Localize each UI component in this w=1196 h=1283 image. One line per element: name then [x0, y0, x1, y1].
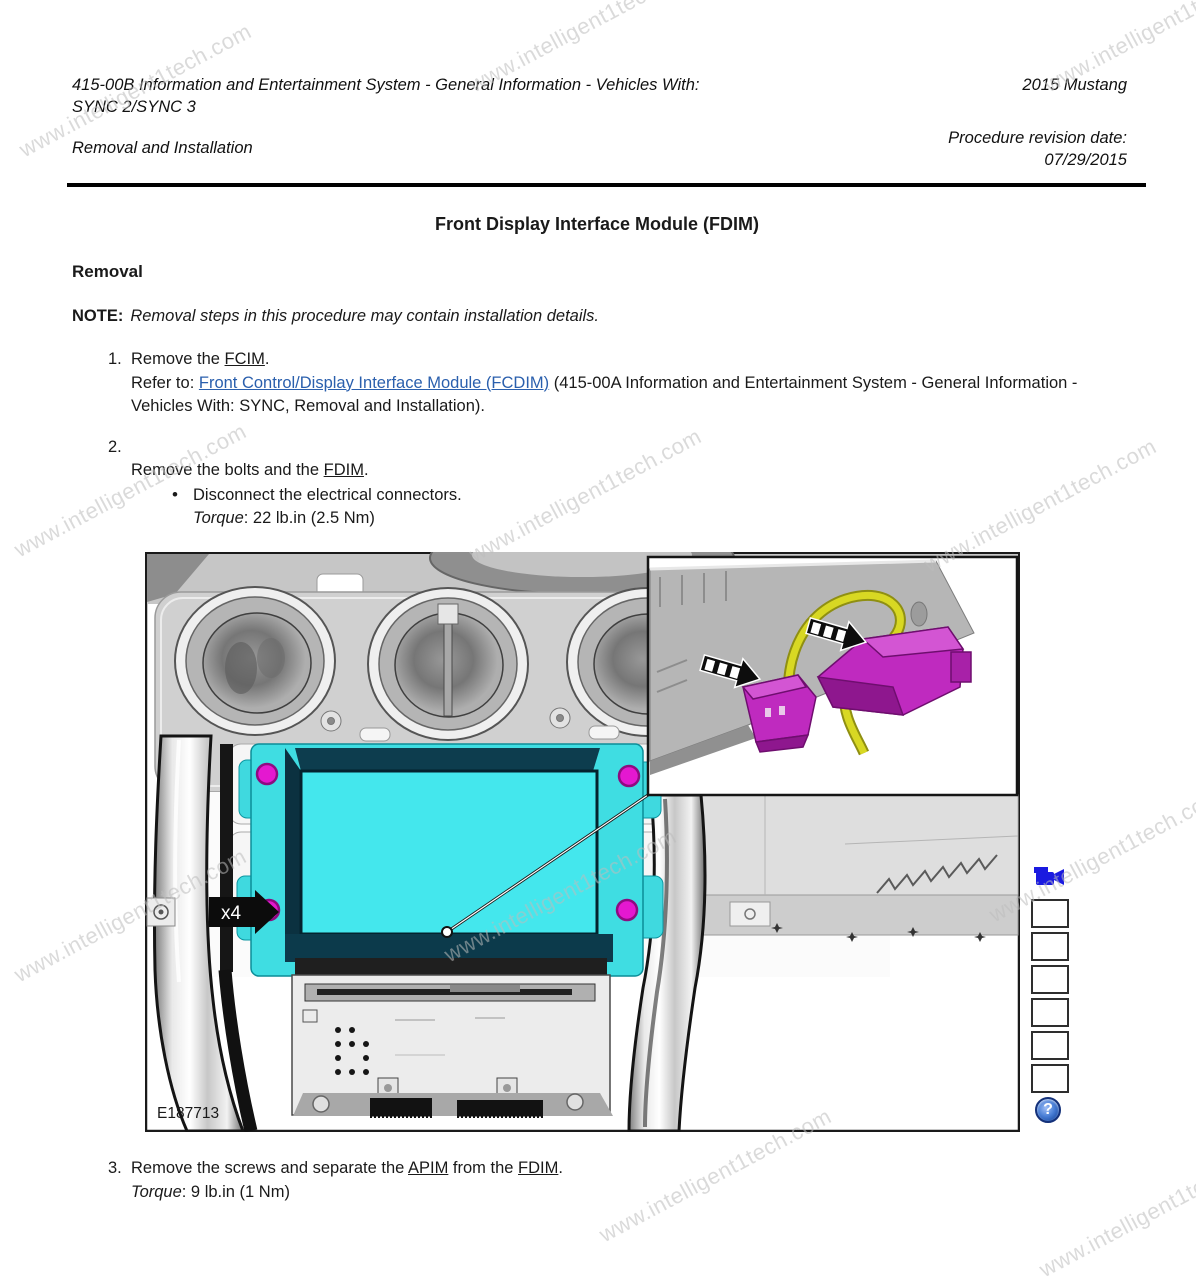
air-vent-middle — [367, 587, 529, 741]
fdim-connector-small — [741, 674, 817, 753]
vehicle-label: 2015 Mustang — [1022, 76, 1127, 94]
step-1-number: 1. — [108, 350, 122, 368]
doc-title-line2: SYNC 2/SYNC 3 — [72, 98, 196, 116]
help-question-icon[interactable]: ? — [1035, 1097, 1061, 1123]
fdim-connector-large — [816, 626, 972, 716]
video-camera-icon[interactable] — [1033, 865, 1065, 889]
thumbnail-box[interactable] — [1031, 965, 1069, 994]
screw-bosses — [320, 707, 620, 742]
thumbnail-box[interactable] — [1031, 1064, 1069, 1093]
thumbnail-box[interactable] — [1031, 899, 1069, 928]
apim-link[interactable]: APIM — [408, 1159, 449, 1177]
step-1-text: Remove the — [131, 350, 225, 368]
step-3: 3. Remove the screws and separate the API… — [108, 1157, 1008, 1204]
torque-label-2: Torque — [131, 1182, 182, 1201]
note-line: NOTE: Removal steps in this procedure may… — [72, 307, 599, 326]
header-divider — [67, 183, 1146, 187]
note-label: NOTE: — [72, 307, 124, 325]
air-vent-left — [174, 586, 336, 736]
fdim-link-2[interactable]: FDIM — [518, 1159, 559, 1177]
thumbnail-box[interactable] — [1031, 932, 1069, 961]
step-2: Remove the bolts and the FDIM. • Disconne… — [131, 459, 1031, 531]
fdim-screen — [236, 743, 664, 977]
torque-label: Torque — [193, 509, 244, 527]
refer-to-text: Refer to: — [131, 373, 199, 392]
direction-arrow-icon — [699, 653, 762, 689]
step-2-number: 2. — [108, 438, 122, 456]
x4-callout: x4 — [209, 890, 279, 934]
fdim-link[interactable]: FDIM — [323, 461, 364, 479]
step-1-period: . — [264, 350, 270, 368]
fcdim-link[interactable]: Front Control/Display Interface Module (… — [198, 373, 550, 392]
step-3-text: Remove the screws and separate the — [131, 1159, 408, 1177]
fdim-figure-illustration: x4 E187713 — [145, 552, 1020, 1132]
x4-label: x4 — [221, 903, 242, 924]
step-2-text: Remove the bolts and the — [131, 461, 324, 479]
thumbnail-box[interactable] — [1031, 1031, 1069, 1060]
torque-value-2: : 9 lb.in (1 Nm) — [181, 1182, 290, 1201]
left-bracket — [146, 897, 176, 927]
thumbnail-column — [1031, 899, 1071, 1097]
doc-title-line1: 415-00B Information and Entertainment Sy… — [72, 76, 700, 94]
torque-value: : 22 lb.in (2.5 Nm) — [243, 509, 375, 527]
revision-date: 07/29/2015 — [1044, 151, 1127, 169]
step-1: 1. Remove the FCIM. Refer to: Front Contr… — [108, 348, 1128, 419]
figure-id-label: E187713 — [157, 1105, 219, 1122]
bullet-icon: • — [172, 484, 178, 504]
step-3-mid-text: from the — [448, 1159, 519, 1177]
apim-module — [291, 958, 613, 1120]
left-pillar — [152, 734, 258, 1132]
removal-heading: Removal — [72, 262, 143, 281]
leader-line — [441, 793, 649, 938]
step-3-number: 3. — [108, 1159, 122, 1177]
revision-label: Procedure revision date: — [948, 129, 1127, 147]
doc-subtitle: Removal and Installation — [72, 139, 253, 157]
direction-arrow-icon — [805, 616, 868, 652]
right-panel — [700, 794, 1019, 942]
refer-to-suffix: (415-00A Information and Entertainment S… — [131, 373, 1078, 416]
thumbnail-box[interactable] — [1031, 998, 1069, 1027]
fcim-link[interactable]: FCIM — [224, 350, 265, 368]
inset-connector-detail — [646, 555, 1019, 797]
step-3-period: . — [558, 1159, 563, 1177]
note-text: Removal steps in this procedure may cont… — [130, 307, 599, 325]
step-2-bullet-text: Disconnect the electrical connectors. — [193, 485, 462, 504]
step-2-period: . — [363, 461, 369, 479]
page-title: Front Display Interface Module (FDIM) — [434, 214, 760, 234]
doc-title: 415-00B Information and Entertainment Sy… — [72, 74, 862, 118]
watermark: www.intelligent1tech.com — [1035, 1138, 1196, 1283]
